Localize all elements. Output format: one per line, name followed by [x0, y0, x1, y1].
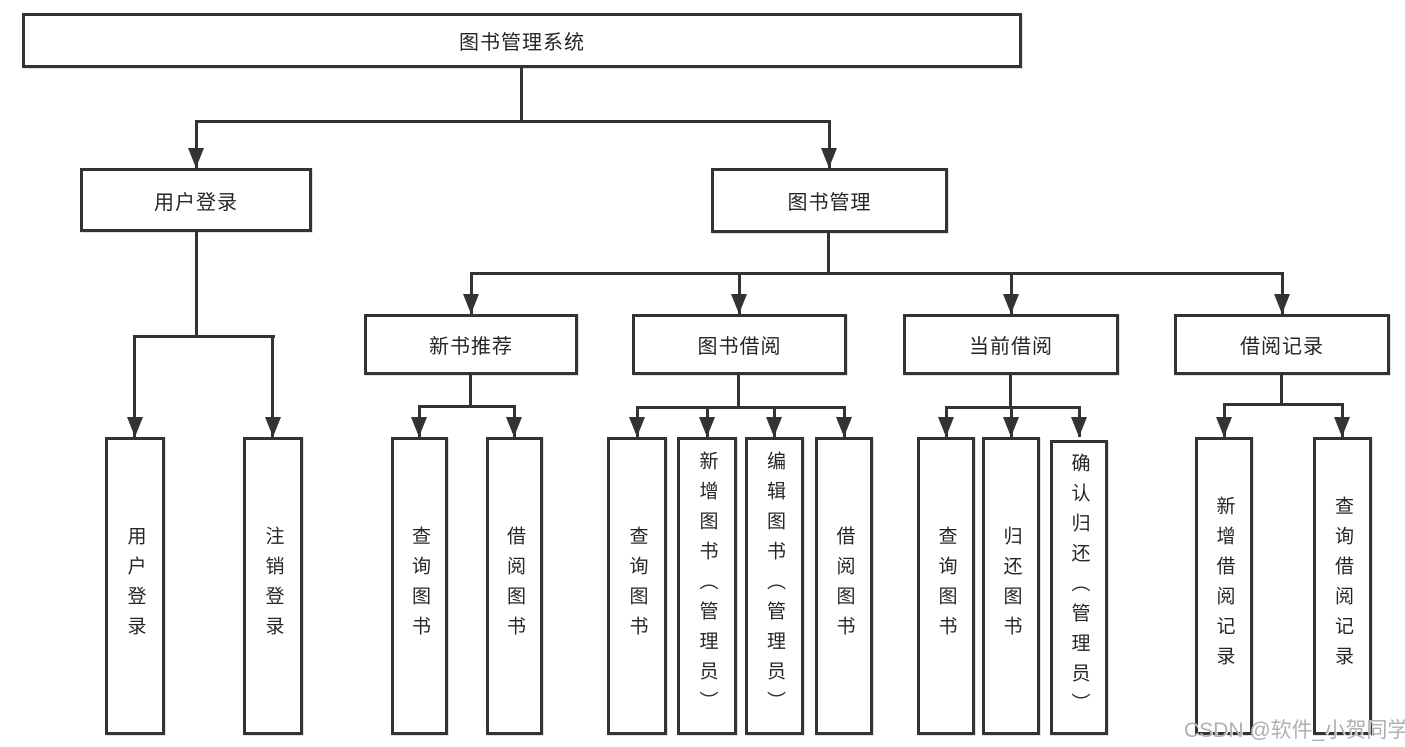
arrow-nb-borrow — [506, 417, 522, 437]
node-current-borrow-label: 当前借阅 — [969, 336, 1053, 358]
connector-bookborrow-stem — [737, 375, 740, 406]
leaf-user-login: 用户登录 — [105, 437, 165, 735]
connector-drop-borrow-records — [1281, 272, 1284, 314]
leaf-cb-query-books-label: 查询图书 — [935, 526, 957, 646]
connector-drop-book-borrow — [738, 272, 741, 314]
leaf-cb-confirm-return: 确认归还（管理员） — [1050, 440, 1108, 735]
connector-borrowrecords-stem — [1280, 375, 1283, 403]
leaf-logout-label: 注销登录 — [262, 526, 284, 646]
leaf-cb-query-books: 查询图书 — [917, 437, 975, 735]
leaf-cb-confirm-return-label: 确认归还（管理员） — [1068, 452, 1090, 723]
connector-borrowrecords-rail — [1223, 403, 1344, 406]
arrow-user-login — [188, 148, 204, 168]
leaf-bb-add-books-label: 新增图书（管理员） — [696, 451, 718, 721]
leaf-bb-borrow-books: 借阅图书 — [815, 437, 873, 735]
arrow-cb-return — [1003, 417, 1019, 437]
node-borrow-records-label: 借阅记录 — [1240, 336, 1324, 358]
arrow-cb-query — [938, 417, 954, 437]
arrow-bb-borrow — [836, 417, 852, 437]
node-new-books: 新书推荐 — [364, 314, 578, 375]
connector-root-rail — [195, 120, 831, 123]
leaf-nb-query-books: 查询图书 — [391, 437, 448, 735]
connector-newbooks-rail — [418, 405, 516, 408]
leaf-nb-query-books-label: 查询图书 — [409, 526, 430, 646]
leaf-br-query-record: 查询借阅记录 — [1313, 437, 1372, 735]
arrow-leaf-logout — [265, 417, 281, 437]
arrow-book-borrow — [731, 294, 747, 314]
connector-bookborrow-rail — [636, 406, 846, 409]
node-book-borrow: 图书借阅 — [632, 314, 847, 375]
node-borrow-records: 借阅记录 — [1174, 314, 1390, 375]
node-user-login-label: 用户登录 — [154, 191, 238, 214]
leaf-user-login-label: 用户登录 — [124, 526, 146, 646]
node-book-borrow-label: 图书借阅 — [697, 336, 782, 358]
arrow-bb-edit — [766, 417, 782, 437]
node-book-mgmt-label: 图书管理 — [787, 192, 872, 214]
leaf-nb-borrow-books: 借阅图书 — [486, 437, 543, 735]
node-user-login: 用户登录 — [80, 168, 312, 232]
arrow-bb-add — [699, 417, 715, 437]
connector-currentborrow-stem — [1009, 375, 1012, 406]
leaf-bb-borrow-books-label: 借阅图书 — [833, 526, 855, 646]
arrow-cb-confirm — [1071, 417, 1087, 437]
leaf-logout: 注销登录 — [243, 437, 303, 735]
connector-newbooks-stem — [469, 375, 472, 405]
connector-drop-leaf-user-login — [133, 335, 136, 437]
connector-drop-new-books — [470, 272, 473, 314]
leaf-bb-add-books: 新增图书（管理员） — [677, 437, 737, 735]
arrow-nb-query — [411, 417, 427, 437]
leaf-br-add-record: 新增借阅记录 — [1195, 437, 1253, 735]
arrow-br-add — [1216, 417, 1232, 437]
arrow-leaf-user-login — [127, 417, 143, 437]
connector-login-rail — [134, 335, 275, 338]
arrow-new-books — [463, 294, 479, 314]
leaf-br-add-record-label: 新增借阅记录 — [1213, 496, 1235, 676]
connector-mgmt-rail — [470, 272, 1284, 275]
node-current-borrow: 当前借阅 — [903, 314, 1119, 375]
leaf-bb-query-books: 查询图书 — [607, 437, 667, 735]
arrow-book-mgmt — [821, 148, 837, 168]
arrow-bb-query — [629, 417, 645, 437]
arrow-borrow-records — [1274, 294, 1290, 314]
leaf-bb-query-books-label: 查询图书 — [626, 526, 648, 646]
leaf-bb-edit-books-label: 编辑图书（管理员） — [764, 451, 785, 721]
node-book-mgmt: 图书管理 — [711, 168, 948, 233]
connector-drop-user-login — [195, 120, 198, 168]
node-new-books-label: 新书推荐 — [429, 336, 513, 358]
connector-login-stem — [195, 232, 198, 335]
connector-root-stem — [520, 68, 523, 120]
connector-mgmt-stem — [827, 233, 830, 272]
leaf-nb-borrow-books-label: 借阅图书 — [504, 526, 525, 646]
arrow-br-query — [1334, 417, 1350, 437]
leaf-cb-return-books-label: 归还图书 — [1000, 526, 1022, 646]
connector-drop-book-mgmt — [828, 120, 831, 168]
leaf-cb-return-books: 归还图书 — [982, 437, 1040, 735]
leaf-br-query-record-label: 查询借阅记录 — [1332, 496, 1353, 676]
connector-currentborrow-rail — [945, 406, 1081, 409]
node-root-label: 图书管理系统 — [459, 32, 585, 54]
connector-drop-current-borrow — [1010, 272, 1013, 314]
csdn-watermark: CSDN @软件_小贺同学 — [1184, 719, 1405, 742]
node-root: 图书管理系统 — [22, 13, 1022, 68]
connector-drop-leaf-logout — [271, 335, 274, 437]
leaf-bb-edit-books: 编辑图书（管理员） — [745, 437, 804, 735]
arrow-current-borrow — [1003, 294, 1019, 314]
